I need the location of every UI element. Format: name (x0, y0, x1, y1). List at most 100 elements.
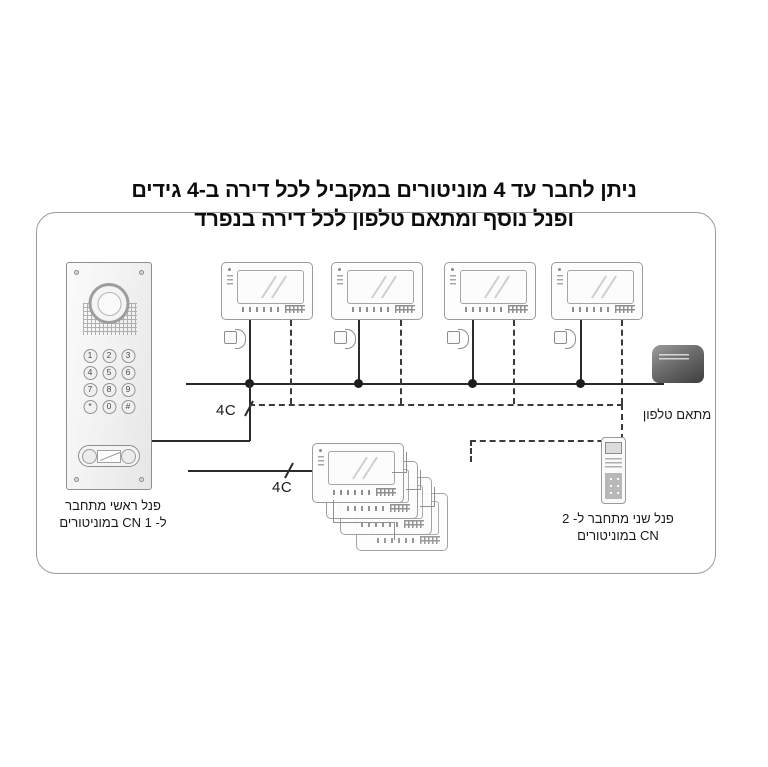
caption-phone-adapter: מתאם טלפון (642, 407, 712, 422)
monitor-button-row[interactable] (347, 506, 387, 511)
monitor-unit[interactable] (551, 262, 643, 320)
stack-link-wire (406, 489, 421, 490)
name-card-window (97, 449, 121, 463)
monitor-drop-wire (472, 320, 474, 383)
led-indicator-icon (338, 268, 341, 271)
secondary-drop-wire (621, 320, 623, 404)
keypad-key[interactable]: # (121, 399, 135, 414)
monitor-drop-wire (358, 320, 360, 383)
monitor-screen (237, 270, 304, 304)
stack-link-wire (392, 472, 407, 473)
keypad[interactable]: 1 2 3 4 5 6 7 8 9 * 0 # (81, 347, 138, 415)
speaker-grille-icon (508, 305, 528, 313)
monitor-drop-wire (580, 320, 582, 383)
monitor-unit[interactable] (331, 262, 423, 320)
speaker-grille-icon (376, 488, 396, 496)
second-door-panel[interactable] (601, 437, 626, 504)
monitor-button-row[interactable] (361, 522, 401, 527)
screw-icon (74, 477, 79, 482)
power-cord-icon (345, 329, 356, 349)
door-station-panel[interactable]: 1 2 3 4 5 6 7 8 9 * 0 # (66, 262, 152, 490)
side-buttons-icon (557, 275, 563, 286)
title-line-1: ניתן לחבר עד 4 מוניטורים במקביל לכל דירה… (131, 178, 637, 202)
monitor-button-row[interactable] (333, 490, 373, 495)
panel-name-rows (605, 458, 622, 469)
keypad-key[interactable]: 3 (121, 348, 135, 363)
secondary-bus-wire (249, 404, 623, 406)
stack-link-wire (434, 487, 435, 506)
keypad-key[interactable]: 9 (121, 382, 135, 397)
led-indicator-icon (319, 449, 322, 452)
nameplate-module[interactable] (78, 445, 140, 467)
power-adapter-icon (447, 327, 473, 353)
speaker-grille-icon (420, 536, 440, 544)
second-panel-branch-wire (470, 440, 623, 442)
led-indicator-icon (228, 268, 231, 271)
phone-adapter[interactable] (652, 345, 704, 383)
speaker-grille-icon (404, 520, 424, 528)
keypad-key[interactable]: 7 (83, 382, 97, 397)
main-bus-wire (186, 383, 664, 385)
stack-link-wire (420, 506, 435, 507)
caption-main-panel-line2: ל- CN 1 במוניטורים (59, 515, 167, 530)
monitor-unit-stacked[interactable] (312, 443, 404, 503)
monitor-screen (567, 270, 634, 304)
secondary-drop-wire (513, 320, 515, 404)
stack-link-wire (333, 522, 395, 523)
monitor-button-row[interactable] (352, 307, 392, 312)
cable-label-second: 4C (272, 479, 293, 496)
side-buttons-icon (227, 275, 233, 286)
stack-link-wire (420, 470, 421, 489)
bus-junction-dot (576, 379, 585, 388)
caption-main-panel-line1: פנל ראשי מתחבר (65, 498, 161, 513)
monitor-unit[interactable] (221, 262, 313, 320)
second-panel-branch-drop (470, 440, 472, 462)
keypad-key[interactable]: 0 (102, 399, 116, 414)
stacked-group-feed-wire (188, 470, 316, 472)
speaker-grille-icon (285, 305, 305, 313)
phone-adapter-wire (600, 383, 662, 385)
panel-keypad-icon[interactable] (605, 473, 622, 499)
power-cord-icon (235, 329, 246, 349)
keypad-key[interactable]: 6 (121, 365, 135, 380)
monitor-button-row[interactable] (242, 307, 282, 312)
power-adapter-icon (224, 327, 250, 353)
diagram-frame (36, 212, 716, 574)
bus-junction-dot (354, 379, 363, 388)
keypad-key[interactable]: 4 (83, 365, 97, 380)
side-buttons-icon (337, 275, 343, 286)
led-indicator-icon (558, 268, 561, 271)
secondary-drop-wire (400, 320, 402, 404)
power-cord-icon (565, 329, 576, 349)
monitor-button-row[interactable] (572, 307, 612, 312)
secondary-drop-wire (290, 320, 292, 404)
side-buttons-icon (450, 275, 456, 286)
power-adapter-icon (554, 327, 580, 353)
caption-second-panel-line1: פנל שני מתחבר ל- 2 (562, 511, 674, 526)
keypad-key[interactable]: * (83, 399, 97, 414)
adapter-label-icon (659, 354, 689, 361)
call-button-icon[interactable] (82, 448, 97, 464)
power-adapter-icon (334, 327, 360, 353)
screw-icon (74, 270, 79, 275)
stack-link-wire (406, 452, 407, 472)
door-station-riser-wire (249, 383, 251, 441)
monitor-unit[interactable] (444, 262, 536, 320)
screw-icon (139, 270, 144, 275)
caption-second-panel-line2: CN במוניטורים (577, 528, 659, 543)
monitor-button-row[interactable] (465, 307, 505, 312)
keypad-key[interactable]: 5 (102, 365, 116, 380)
monitor-screen (328, 451, 395, 485)
page-title: ניתן לחבר עד 4 מוניטורים במקביל לכל דירה… (0, 176, 768, 234)
door-station-feed-wire (152, 440, 250, 442)
keypad-key[interactable]: 1 (83, 348, 97, 363)
led-indicator-icon (451, 268, 454, 271)
monitor-button-row[interactable] (377, 538, 417, 543)
camera-lens-icon (88, 283, 130, 324)
call-button-icon[interactable] (121, 448, 136, 464)
monitor-screen (347, 270, 414, 304)
keypad-key[interactable]: 2 (102, 348, 116, 363)
screw-icon (139, 477, 144, 482)
power-cord-icon (458, 329, 469, 349)
keypad-key[interactable]: 8 (102, 382, 116, 397)
